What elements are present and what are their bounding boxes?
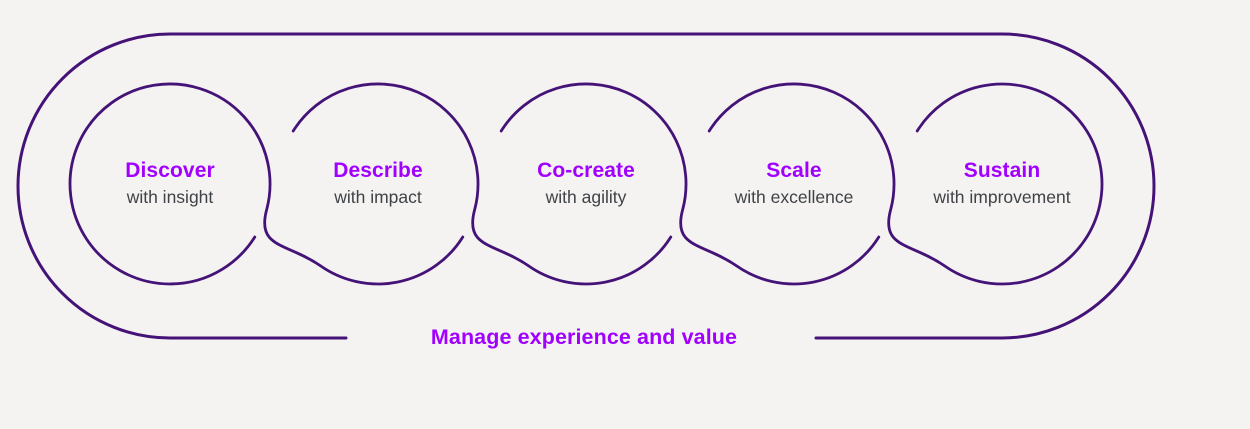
manage-experience-label: Manage experience and value <box>430 325 738 349</box>
phase-describe: Describe with impact <box>274 159 482 208</box>
loop-path-scale-sustain <box>707 82 1104 286</box>
phase-scale: Scale with excellence <box>690 159 898 208</box>
phase-title: Scale <box>766 159 822 182</box>
phase-discover: Discover with insight <box>66 159 274 208</box>
phase-subtitle: with insight <box>126 187 214 207</box>
phase-cocreate: Co-create with agility <box>482 159 690 208</box>
loop-path-discover <box>68 82 465 286</box>
phase-title: Co-create <box>537 159 635 182</box>
phase-subtitle: with excellence <box>734 187 854 207</box>
phase-subtitle: with improvement <box>933 187 1071 207</box>
phase-sustain: Sustain with improvement <box>898 159 1106 208</box>
phase-title: Describe <box>333 159 423 182</box>
loop-path-describe <box>291 82 673 286</box>
phase-title: Discover <box>125 159 215 182</box>
phase-subtitle: with agility <box>545 187 627 207</box>
phase-subtitle: with impact <box>334 187 422 207</box>
loop-path-cocreate <box>499 82 881 286</box>
outer-stadium-loop <box>16 32 1156 340</box>
phase-title: Sustain <box>963 159 1041 182</box>
